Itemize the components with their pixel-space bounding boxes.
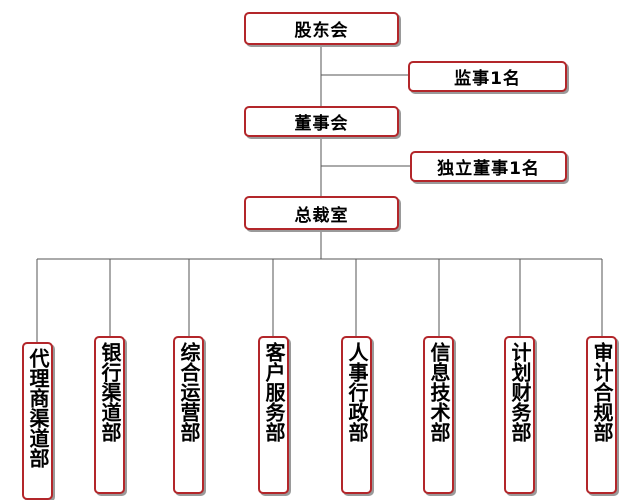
dept-box-5: 人事行政部 [341,336,372,494]
node-shareholders: 股东会 [244,12,399,45]
node-supervisor: 监事1名 [408,61,567,92]
dept-box-3: 综合运营部 [173,336,204,494]
dept-box-6: 信息技术部 [423,336,454,494]
node-board: 董事会 [244,106,399,137]
dept-box-4: 客户服务部 [258,336,289,494]
dept-box-1: 代理商渠道部 [22,342,53,500]
dept-box-7: 计划财务部 [504,336,535,494]
dept-box-2: 银行渠道部 [94,336,125,494]
node-independent-director: 独立董事1名 [410,151,567,182]
dept-box-8: 审计合规部 [586,336,617,494]
node-president-office: 总裁室 [244,196,399,230]
